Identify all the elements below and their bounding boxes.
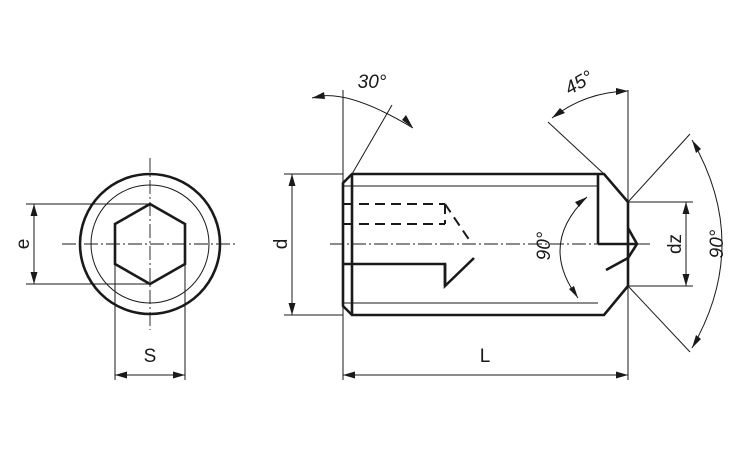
dimension-dz: dz bbox=[628, 201, 693, 287]
label-s: S bbox=[144, 346, 157, 367]
label-l: L bbox=[480, 346, 491, 367]
angle-45: 45° bbox=[547, 67, 629, 175]
dimension-e: e bbox=[13, 203, 150, 285]
dimension-l: L bbox=[342, 90, 629, 380]
socket-section bbox=[343, 257, 475, 290]
label-angle-90-outer: 90° bbox=[707, 229, 728, 258]
dimension-d: d bbox=[271, 173, 343, 316]
label-e: e bbox=[13, 239, 34, 250]
label-angle-30: 30° bbox=[358, 72, 387, 93]
hidden-socket-cone bbox=[444, 203, 473, 245]
label-angle-90-inner: 90° bbox=[534, 231, 555, 260]
dimension-s: S bbox=[114, 264, 186, 380]
end-view: e S bbox=[13, 158, 238, 380]
side-view: d L 30° 45° bbox=[271, 67, 728, 380]
label-angle-45: 45° bbox=[562, 67, 598, 100]
angle-30: 30° bbox=[311, 72, 414, 175]
label-dz: dz bbox=[665, 234, 686, 254]
angle-90-outer: 90° bbox=[627, 133, 728, 353]
angle-90-inner: 90° bbox=[534, 196, 588, 299]
screw-outline bbox=[341, 172, 630, 317]
label-d: d bbox=[271, 239, 292, 250]
